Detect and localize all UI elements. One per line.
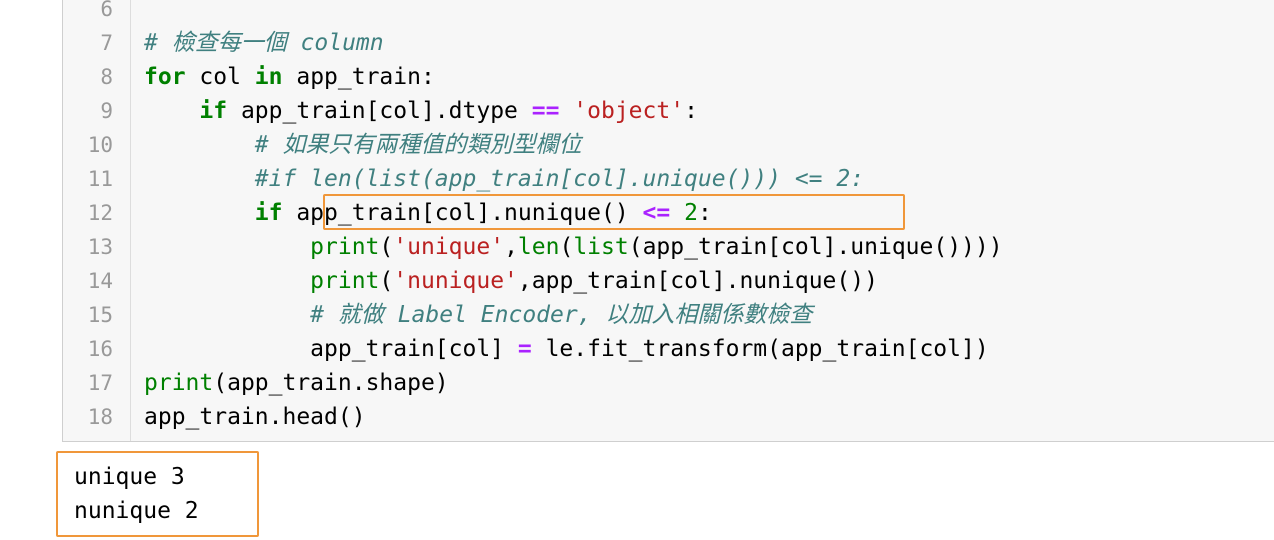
code-token: if: [199, 98, 228, 124]
code-line[interactable]: 14 print('nunique',app_train[col].nuniqu…: [63, 264, 1274, 298]
line-number: 9: [100, 99, 113, 123]
code-token: (app_train[col].unique()))): [628, 234, 1003, 260]
code-token: [144, 302, 310, 328]
code-line[interactable]: 10 # 如果只有兩種值的類別型欄位: [63, 128, 1274, 162]
code-line[interactable]: 13 print('unique',len(list(app_train[col…: [63, 230, 1274, 264]
code-line[interactable]: 15 # 就做 Label Encoder, 以加入相關係數檢查: [63, 298, 1274, 332]
line-number: 15: [87, 303, 113, 327]
code-token: ==: [531, 98, 560, 124]
code-token: [144, 200, 255, 226]
code-token: print: [144, 370, 214, 396]
code-token: list: [573, 234, 629, 260]
code-token: print: [310, 234, 380, 260]
code-token: 2: [684, 200, 698, 226]
code-token: (: [559, 234, 574, 260]
code-text: print('nunique',app_train[col].nunique()…: [144, 264, 878, 298]
code-token: le.fit_transform(app_train[col]): [531, 336, 989, 362]
line-number-gutter: [63, 0, 131, 441]
code-token: (app_train.shape): [213, 370, 449, 396]
code-token: for: [144, 64, 186, 90]
line-number: 18: [87, 405, 113, 429]
code-token: :: [684, 98, 698, 124]
line-number: 17: [87, 371, 113, 395]
code-token: print: [310, 268, 380, 294]
code-text: for col in app_train:: [144, 60, 435, 94]
line-number: 16: [87, 337, 113, 361]
code-line[interactable]: 17 print(app_train.shape): [63, 366, 1274, 400]
code-token: col: [185, 64, 255, 90]
line-number: 6: [100, 0, 113, 21]
code-token: app_train[col].nunique(): [282, 200, 643, 226]
code-token: app_train.head(): [144, 404, 366, 430]
code-token: (: [379, 268, 394, 294]
code-token: app_train[col].dtype: [227, 98, 532, 124]
code-token: =: [517, 336, 532, 362]
code-token: app_train:: [282, 64, 435, 90]
output-line: nunique 2: [74, 498, 199, 524]
line-number: 14: [87, 269, 113, 293]
line-number: 11: [87, 167, 113, 191]
code-token: 'nunique': [393, 268, 518, 294]
code-token: 'unique': [393, 234, 505, 260]
code-text: # 檢查每一個 column: [144, 26, 384, 60]
line-number: 7: [100, 31, 113, 55]
line-number: 13: [87, 235, 113, 259]
code-token: (: [379, 234, 394, 260]
code-line[interactable]: 18 app_train.head(): [63, 400, 1274, 434]
code-text: app_train.head(): [144, 400, 366, 434]
code-token: 'object': [573, 98, 685, 124]
code-text: # 就做 Label Encoder, 以加入相關係數檢查: [144, 298, 812, 332]
code-token: [144, 234, 310, 260]
code-token: #if len(list(app_train[col].unique())) <…: [254, 166, 865, 192]
code-line[interactable]: 6: [63, 0, 1274, 26]
code-token: if: [254, 200, 283, 226]
code-line[interactable]: 12 if app_train[col].nunique() <= 2:: [63, 196, 1274, 230]
code-token: ,app_train[col].nunique()): [517, 268, 878, 294]
code-token: <=: [642, 200, 671, 226]
code-token: # 檢查每一個 column: [144, 30, 384, 56]
code-token: [144, 268, 310, 294]
output-line: unique 3: [74, 464, 185, 490]
code-token: [144, 166, 255, 192]
code-text: print('unique',len(list(app_train[col].u…: [144, 230, 1003, 264]
code-token: [144, 98, 199, 124]
code-text: # 如果只有兩種值的類別型欄位: [144, 128, 582, 162]
code-line[interactable]: 9 if app_train[col].dtype == 'object':: [63, 94, 1274, 128]
code-line[interactable]: 8 for col in app_train:: [63, 60, 1274, 94]
code-line[interactable]: 16 app_train[col] = le.fit_transform(app…: [63, 332, 1274, 366]
code-token: in: [254, 64, 283, 90]
line-number: 10: [87, 133, 113, 157]
code-text: app_train[col] = le.fit_transform(app_tr…: [144, 332, 989, 366]
code-token: # 如果只有兩種值的類別型欄位: [254, 132, 582, 158]
cell-output: unique 3 nunique 2: [56, 451, 259, 537]
code-token: :: [697, 200, 712, 226]
code-line[interactable]: 7 # 檢查每一個 column: [63, 26, 1274, 60]
highlight-box-nunique-condition: [323, 194, 905, 230]
code-token: ,: [504, 234, 518, 260]
code-text: if app_train[col].nunique() <= 2:: [144, 196, 712, 230]
code-line[interactable]: 11 #if len(list(app_train[col].unique())…: [63, 162, 1274, 196]
code-text: if app_train[col].dtype == 'object':: [144, 94, 698, 128]
code-token: [144, 132, 255, 158]
code-token: [559, 98, 573, 124]
code-text: #if len(list(app_train[col].unique())) <…: [144, 162, 864, 196]
line-number: 8: [100, 65, 113, 89]
code-token: # 就做 Label Encoder, 以加入相關係數檢查: [310, 302, 813, 328]
code-token: app_train[col]: [144, 336, 518, 362]
line-number: 12: [87, 201, 113, 225]
code-text: print(app_train.shape): [144, 366, 449, 400]
code-token: len: [517, 234, 560, 260]
